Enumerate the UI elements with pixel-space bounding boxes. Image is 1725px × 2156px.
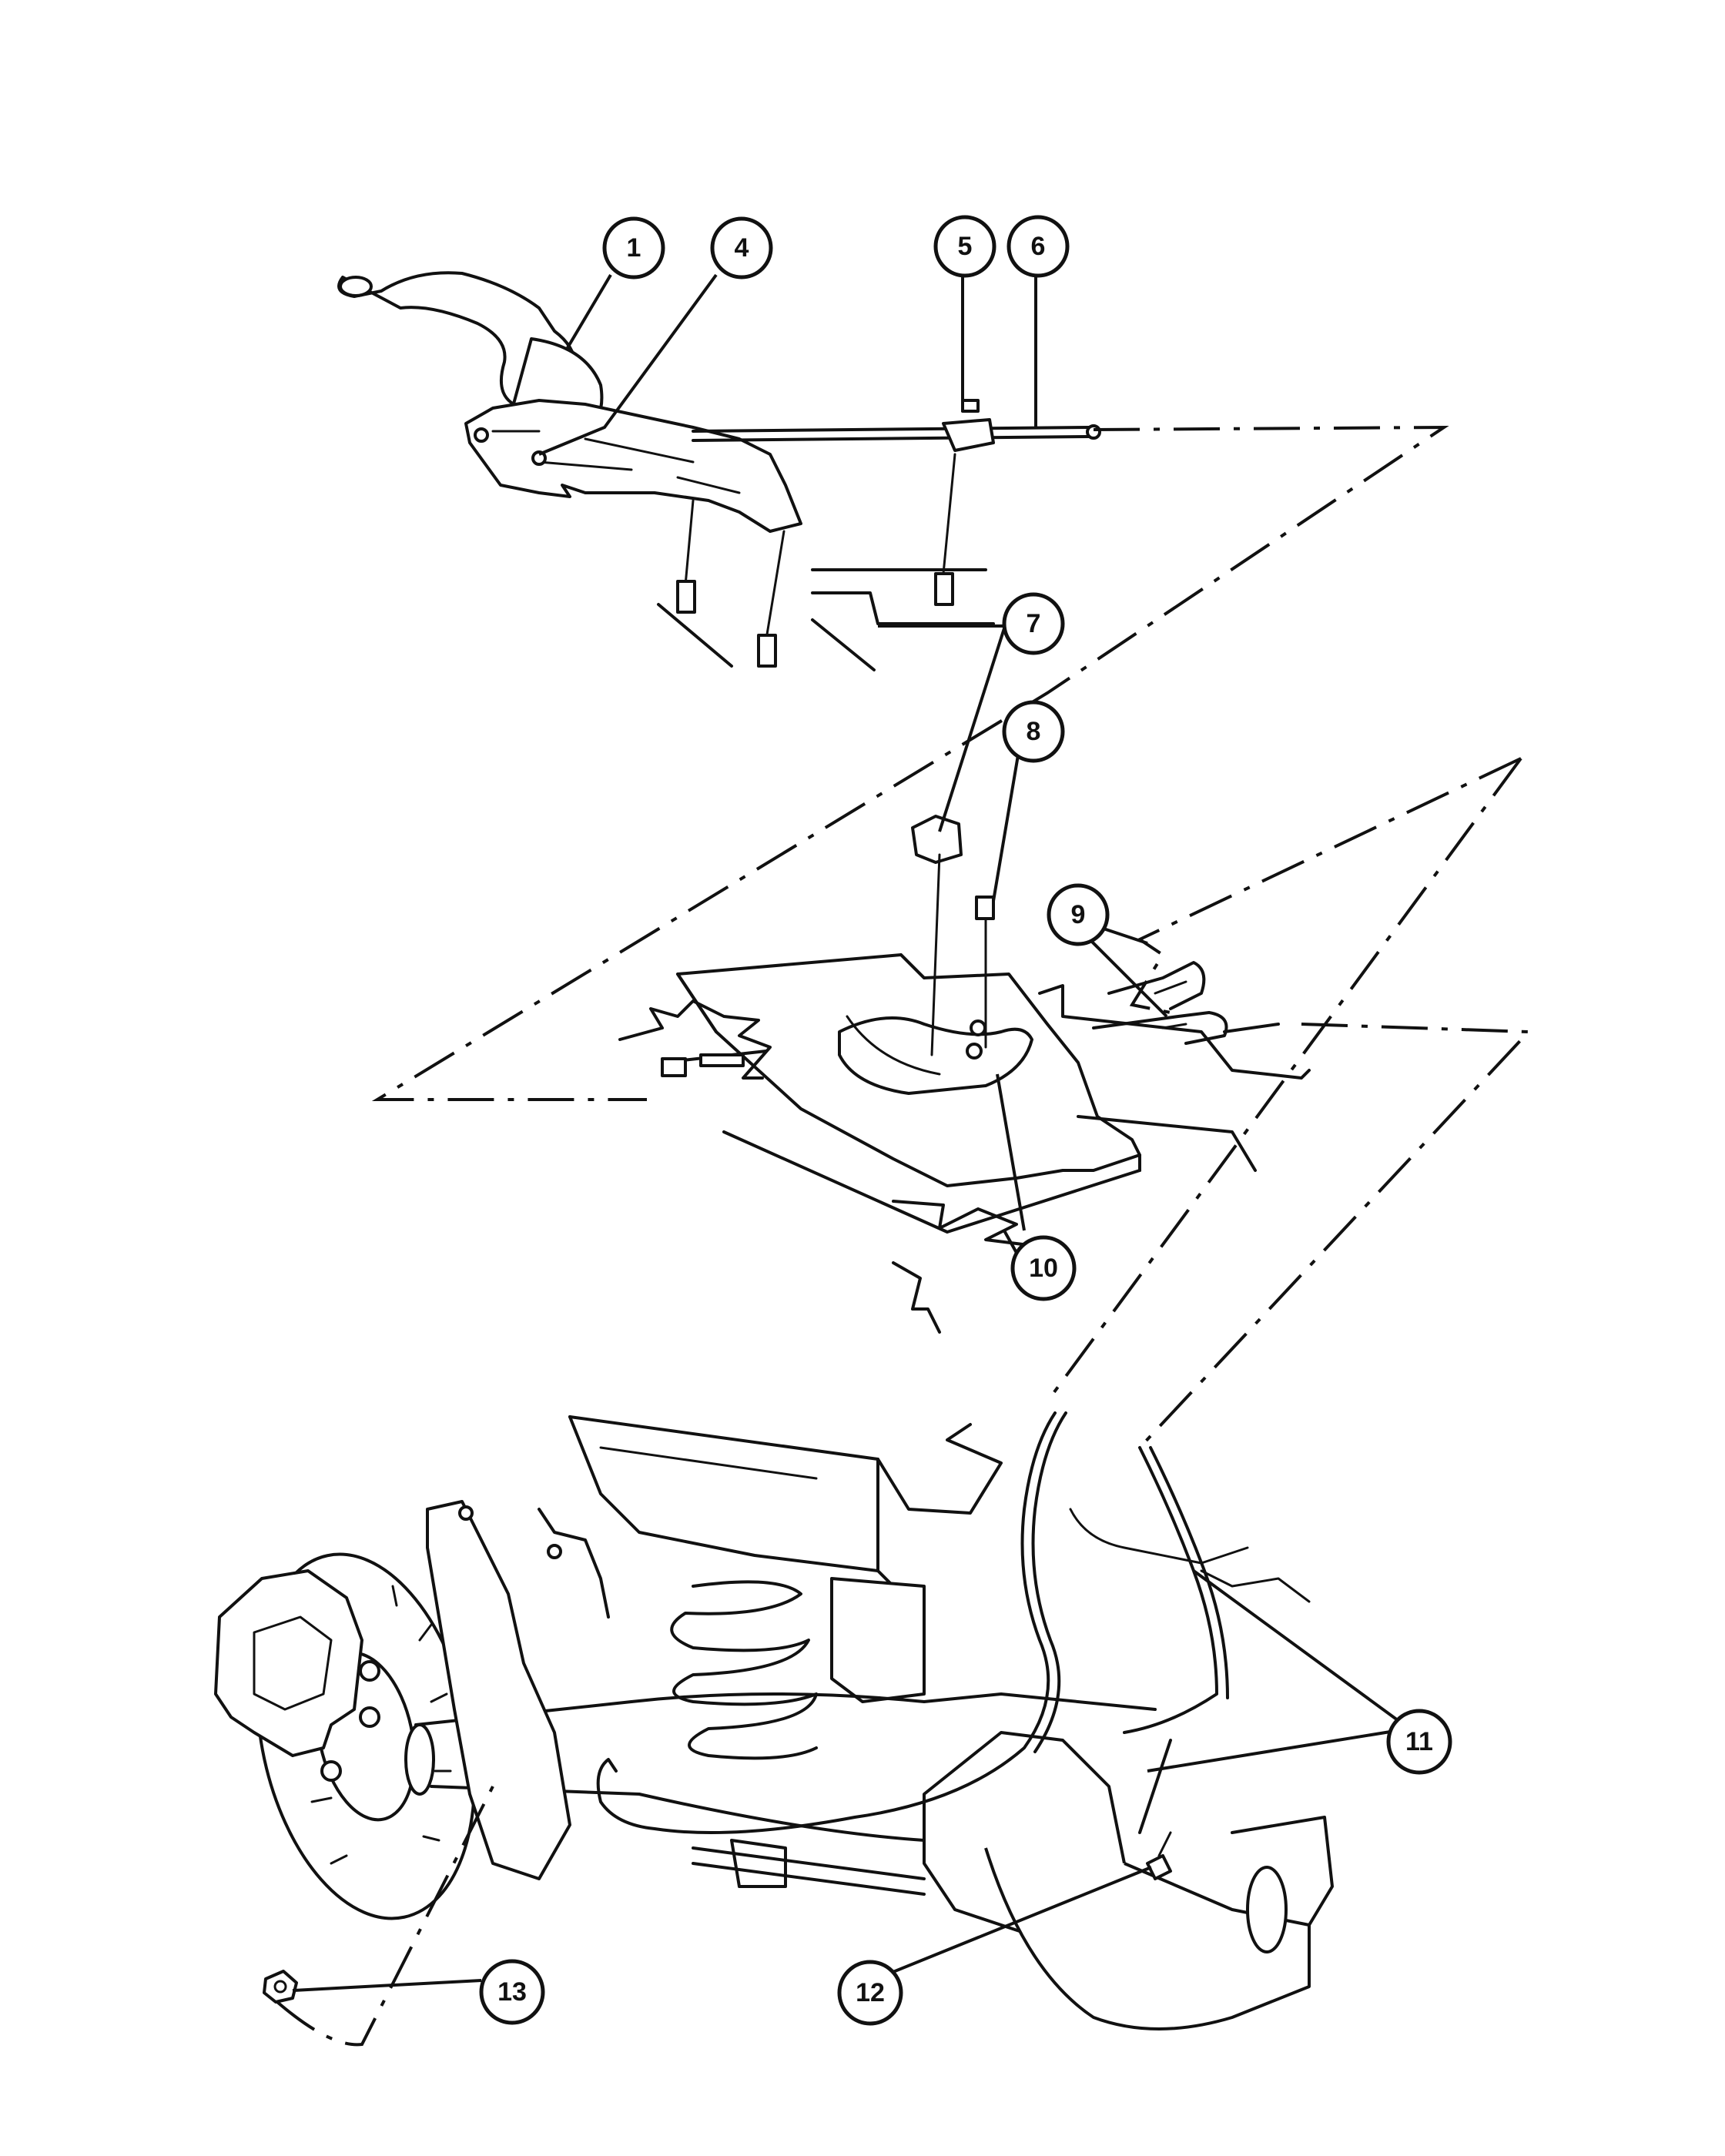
callout-label: 11 [1405, 1727, 1433, 1756]
callout-label: 8 [1027, 717, 1041, 746]
callout-label: 10 [1029, 1254, 1058, 1283]
parking-brake-lever-assembly [337, 271, 1101, 671]
leader-lines [292, 273, 1411, 1992]
callout-12: 12 [837, 1960, 903, 2026]
callout-label: 13 [497, 1977, 527, 2007]
callout-1: 1 [602, 216, 665, 280]
callout-4: 4 [710, 216, 773, 280]
callout-label: 12 [856, 1978, 885, 2007]
callout-5: 5 [933, 215, 996, 278]
callout-label: 6 [1031, 232, 1046, 261]
callout-label: 5 [958, 232, 973, 261]
callout-label: 4 [735, 233, 749, 263]
rear-axle-assembly [214, 1411, 1334, 2030]
callout-label: 9 [1071, 900, 1086, 929]
callout-13: 13 [479, 1959, 545, 2025]
callout-label: 1 [627, 233, 641, 263]
callout-7: 7 [1002, 592, 1065, 655]
callout-10: 10 [1010, 1235, 1077, 1301]
callout-9: 9 [1047, 883, 1110, 946]
phantom-lines [276, 425, 1532, 2047]
callout-label: 7 [1027, 609, 1041, 638]
callout-11: 11 [1386, 1709, 1452, 1775]
callout-8: 8 [1002, 700, 1065, 763]
floor-pan-equalizer-assembly [618, 815, 1311, 1334]
callout-6: 6 [1007, 215, 1070, 278]
